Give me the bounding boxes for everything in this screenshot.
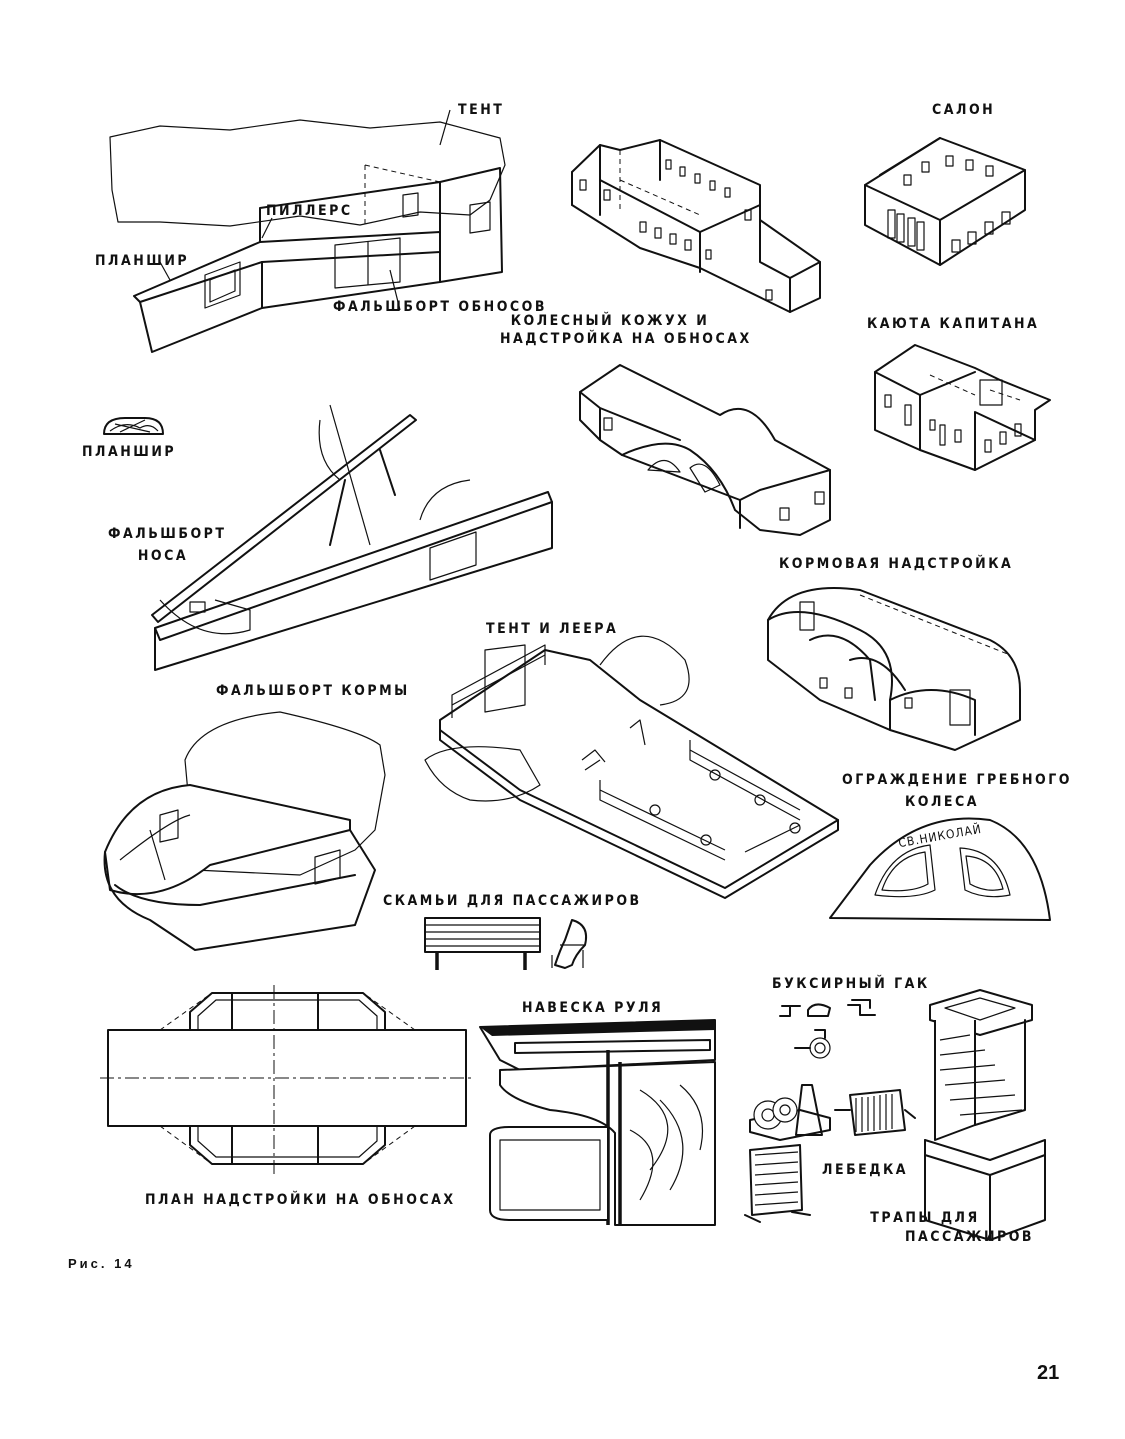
salon-drawing xyxy=(864,137,1026,266)
passenger-benches-drawing xyxy=(424,917,588,970)
label-stern-bulwark: ФАЛЬШБОРТ КОРМЫ xyxy=(216,683,410,699)
page-number: 21 xyxy=(1037,1362,1060,1384)
label-ladders-line1: ТРАПЫ ДЛЯ xyxy=(870,1210,980,1226)
label-passenger-benches: СКАМЬИ ДЛЯ ПАССАЖИРОВ xyxy=(383,893,642,909)
label-rudder-hanging: НАВЕСКА РУЛЯ xyxy=(522,1000,664,1016)
label-wheel-box-line2: НАДСТРОЙКА НА ОБНОСАХ xyxy=(500,331,752,347)
label-winch: ЛЕБЕДКА xyxy=(822,1162,909,1178)
stern-superstructure-drawing xyxy=(767,587,1021,751)
towing-hook-drawing xyxy=(779,999,876,1059)
label-wheel-guard-line2: КОЛЕСА xyxy=(904,794,980,810)
paddle-box-superstructure-drawing xyxy=(571,139,821,313)
label-tent-and-rails: ТЕНТ И ЛЕЕРА xyxy=(486,621,619,637)
bow-bulwark-drawing xyxy=(151,404,553,671)
label-salon: САЛОН xyxy=(932,102,996,118)
paddle-box-drawing xyxy=(579,364,831,536)
plan-superstructure-drawing xyxy=(100,985,475,1175)
label-wheel-box-line1: КОЛЕСНЫЙ КОЖУХ И xyxy=(510,313,710,329)
tent-and-rails-drawing xyxy=(424,635,839,899)
winch-drawing xyxy=(744,1084,916,1223)
bench-front xyxy=(424,917,541,970)
label-bulwark-sponsons: ФАЛЬШБОРТ ОБНОСОВ xyxy=(333,299,547,315)
label-piller: ПИЛЛЕРС xyxy=(266,203,353,219)
label-planshir-section: ПЛАНШИР xyxy=(82,444,177,460)
planshir-section-drawing xyxy=(103,417,164,435)
passenger-ladders-drawing xyxy=(924,989,1046,1241)
figure-caption: Рис. 14 xyxy=(68,1256,135,1271)
label-bow-bulwark-line2: НОСА xyxy=(137,548,189,564)
label-wheel-guard-line1: ОГРАЖДЕНИЕ ГРЕБНОГО xyxy=(842,772,1072,788)
bench-side xyxy=(551,919,588,969)
label-captain-cabin: КАЮТА КАПИТАНА xyxy=(867,316,1040,332)
label-stern-superstructure: КОРМОВАЯ НАДСТРОЙКА xyxy=(779,556,1014,572)
paddle-wheel-guard-drawing xyxy=(829,817,1051,921)
rudder-hanging-drawing xyxy=(479,1019,716,1226)
captain-cabin-drawing xyxy=(874,344,1051,471)
stern-bulwark-drawing xyxy=(103,711,386,951)
label-ladders-line2: ПАССАЖИРОВ xyxy=(905,1229,1035,1245)
label-tent: ТЕНТ xyxy=(458,102,505,118)
label-towing-hook: БУКСИРНЫЙ ГАК xyxy=(772,976,930,992)
bulwark-sponsons-drawing xyxy=(109,109,506,353)
label-planshir: ПЛАНШИР xyxy=(95,253,190,269)
label-plan-superstructure: ПЛАН НАДСТРОЙКИ НА ОБНОСАХ xyxy=(145,1192,456,1208)
label-bow-bulwark-line1: ФАЛЬШБОРТ xyxy=(108,526,227,542)
